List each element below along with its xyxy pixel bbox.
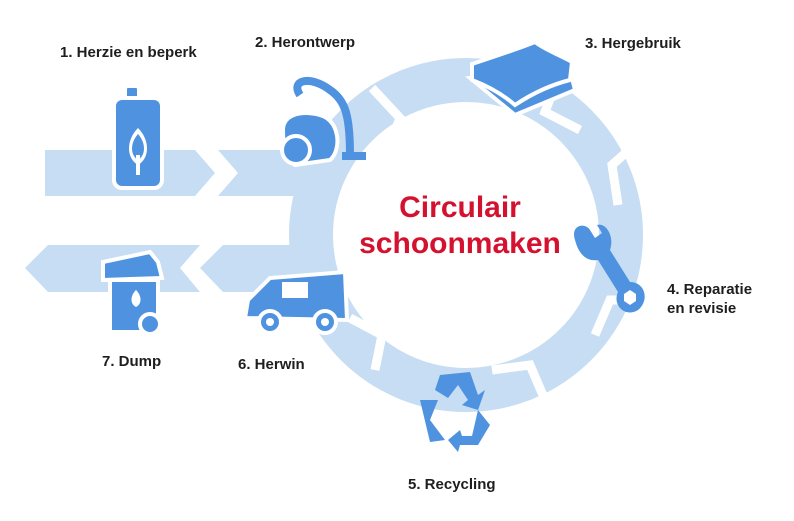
title-line-2: schoonmaken (359, 227, 561, 260)
bin-icon (101, 249, 165, 336)
vacuum-cleaner-icon (280, 77, 366, 168)
step-4-label-line-1: 4. Reparatie (667, 281, 753, 298)
cloths-icon (464, 39, 578, 118)
step-5-label: 5. Recycling (408, 476, 496, 493)
step-4-label: 4. Reparatie en revisie (667, 280, 752, 318)
step-1-label: 1. Herzie en beperk (60, 44, 197, 61)
bottle-icon (112, 84, 164, 190)
wrench-icon (573, 224, 645, 313)
step-3-label: 3. Hergebruik (585, 35, 681, 52)
diagram-title: Circulair schoonmaken (340, 190, 580, 262)
step-7-label: 7. Dump (102, 353, 162, 370)
step-4-label-line-2: en revisie (667, 300, 737, 317)
van-icon (242, 269, 350, 335)
title-line-1: Circulair (399, 191, 521, 224)
step-2-label: 2. Herontwerp (255, 34, 356, 51)
step-6-label: 6. Herwin (238, 356, 305, 373)
recycle-icon (420, 372, 490, 452)
